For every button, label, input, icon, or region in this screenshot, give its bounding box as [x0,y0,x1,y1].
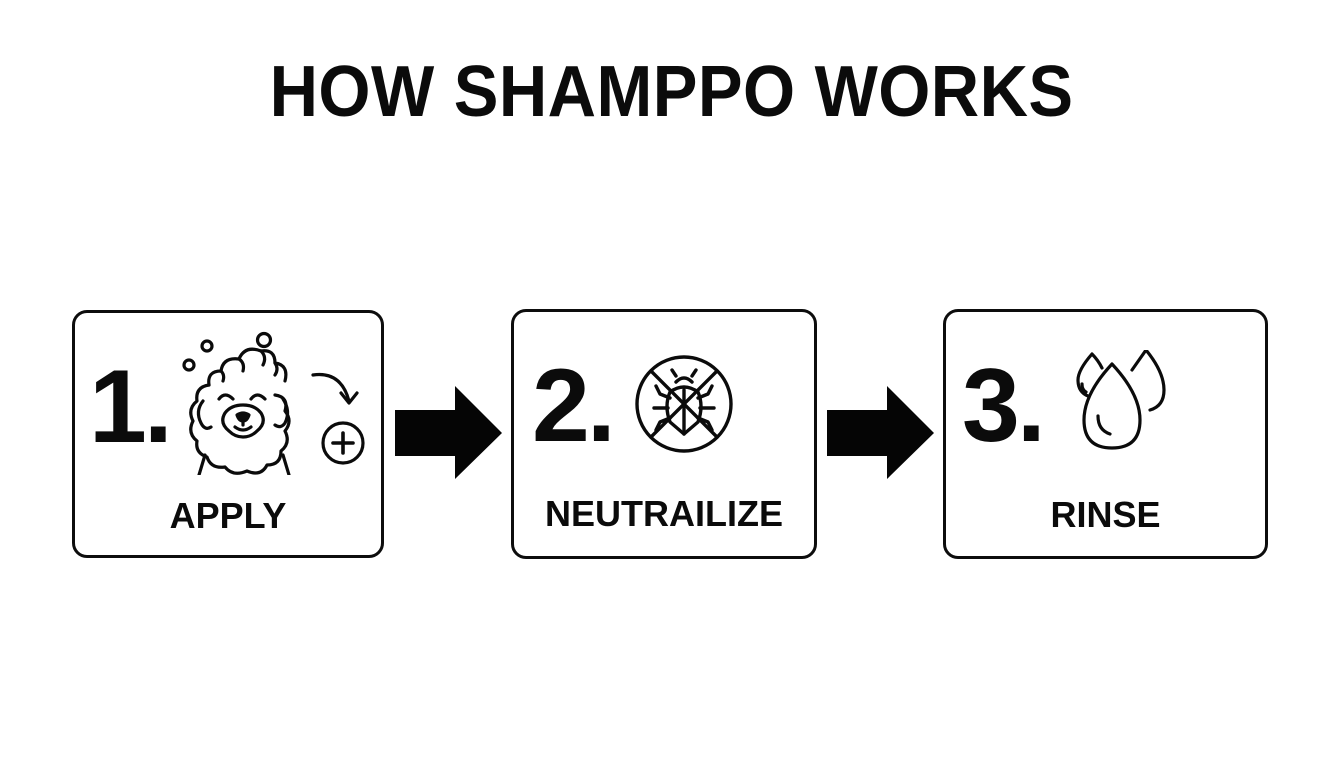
step-1-box: 1. APPLY [72,310,384,558]
right-arrow-icon [395,386,502,479]
sudsy-dog-icon [182,331,291,475]
add-arrow-icon [311,372,365,465]
step-2-box: 2. NEUTRAILIZE [511,309,817,559]
water-drops-icon [1076,350,1166,450]
step-1-label: APPLY [169,495,287,536]
plus-circle-icon [321,421,365,465]
diagram-title: HOW SHAMPPO WORKS [269,52,1074,132]
step-2-number: 2. [532,348,616,464]
step-3-label: RINSE [1050,494,1161,535]
step-1-number: 1. [89,349,173,465]
step-2-label: NEUTRAILIZE [545,493,783,534]
step-3-number: 3. [962,348,1046,464]
crossed-out-bug-icon [635,355,733,453]
step-3-box: 3. RINSE [943,309,1268,559]
right-arrow-icon [827,386,934,479]
